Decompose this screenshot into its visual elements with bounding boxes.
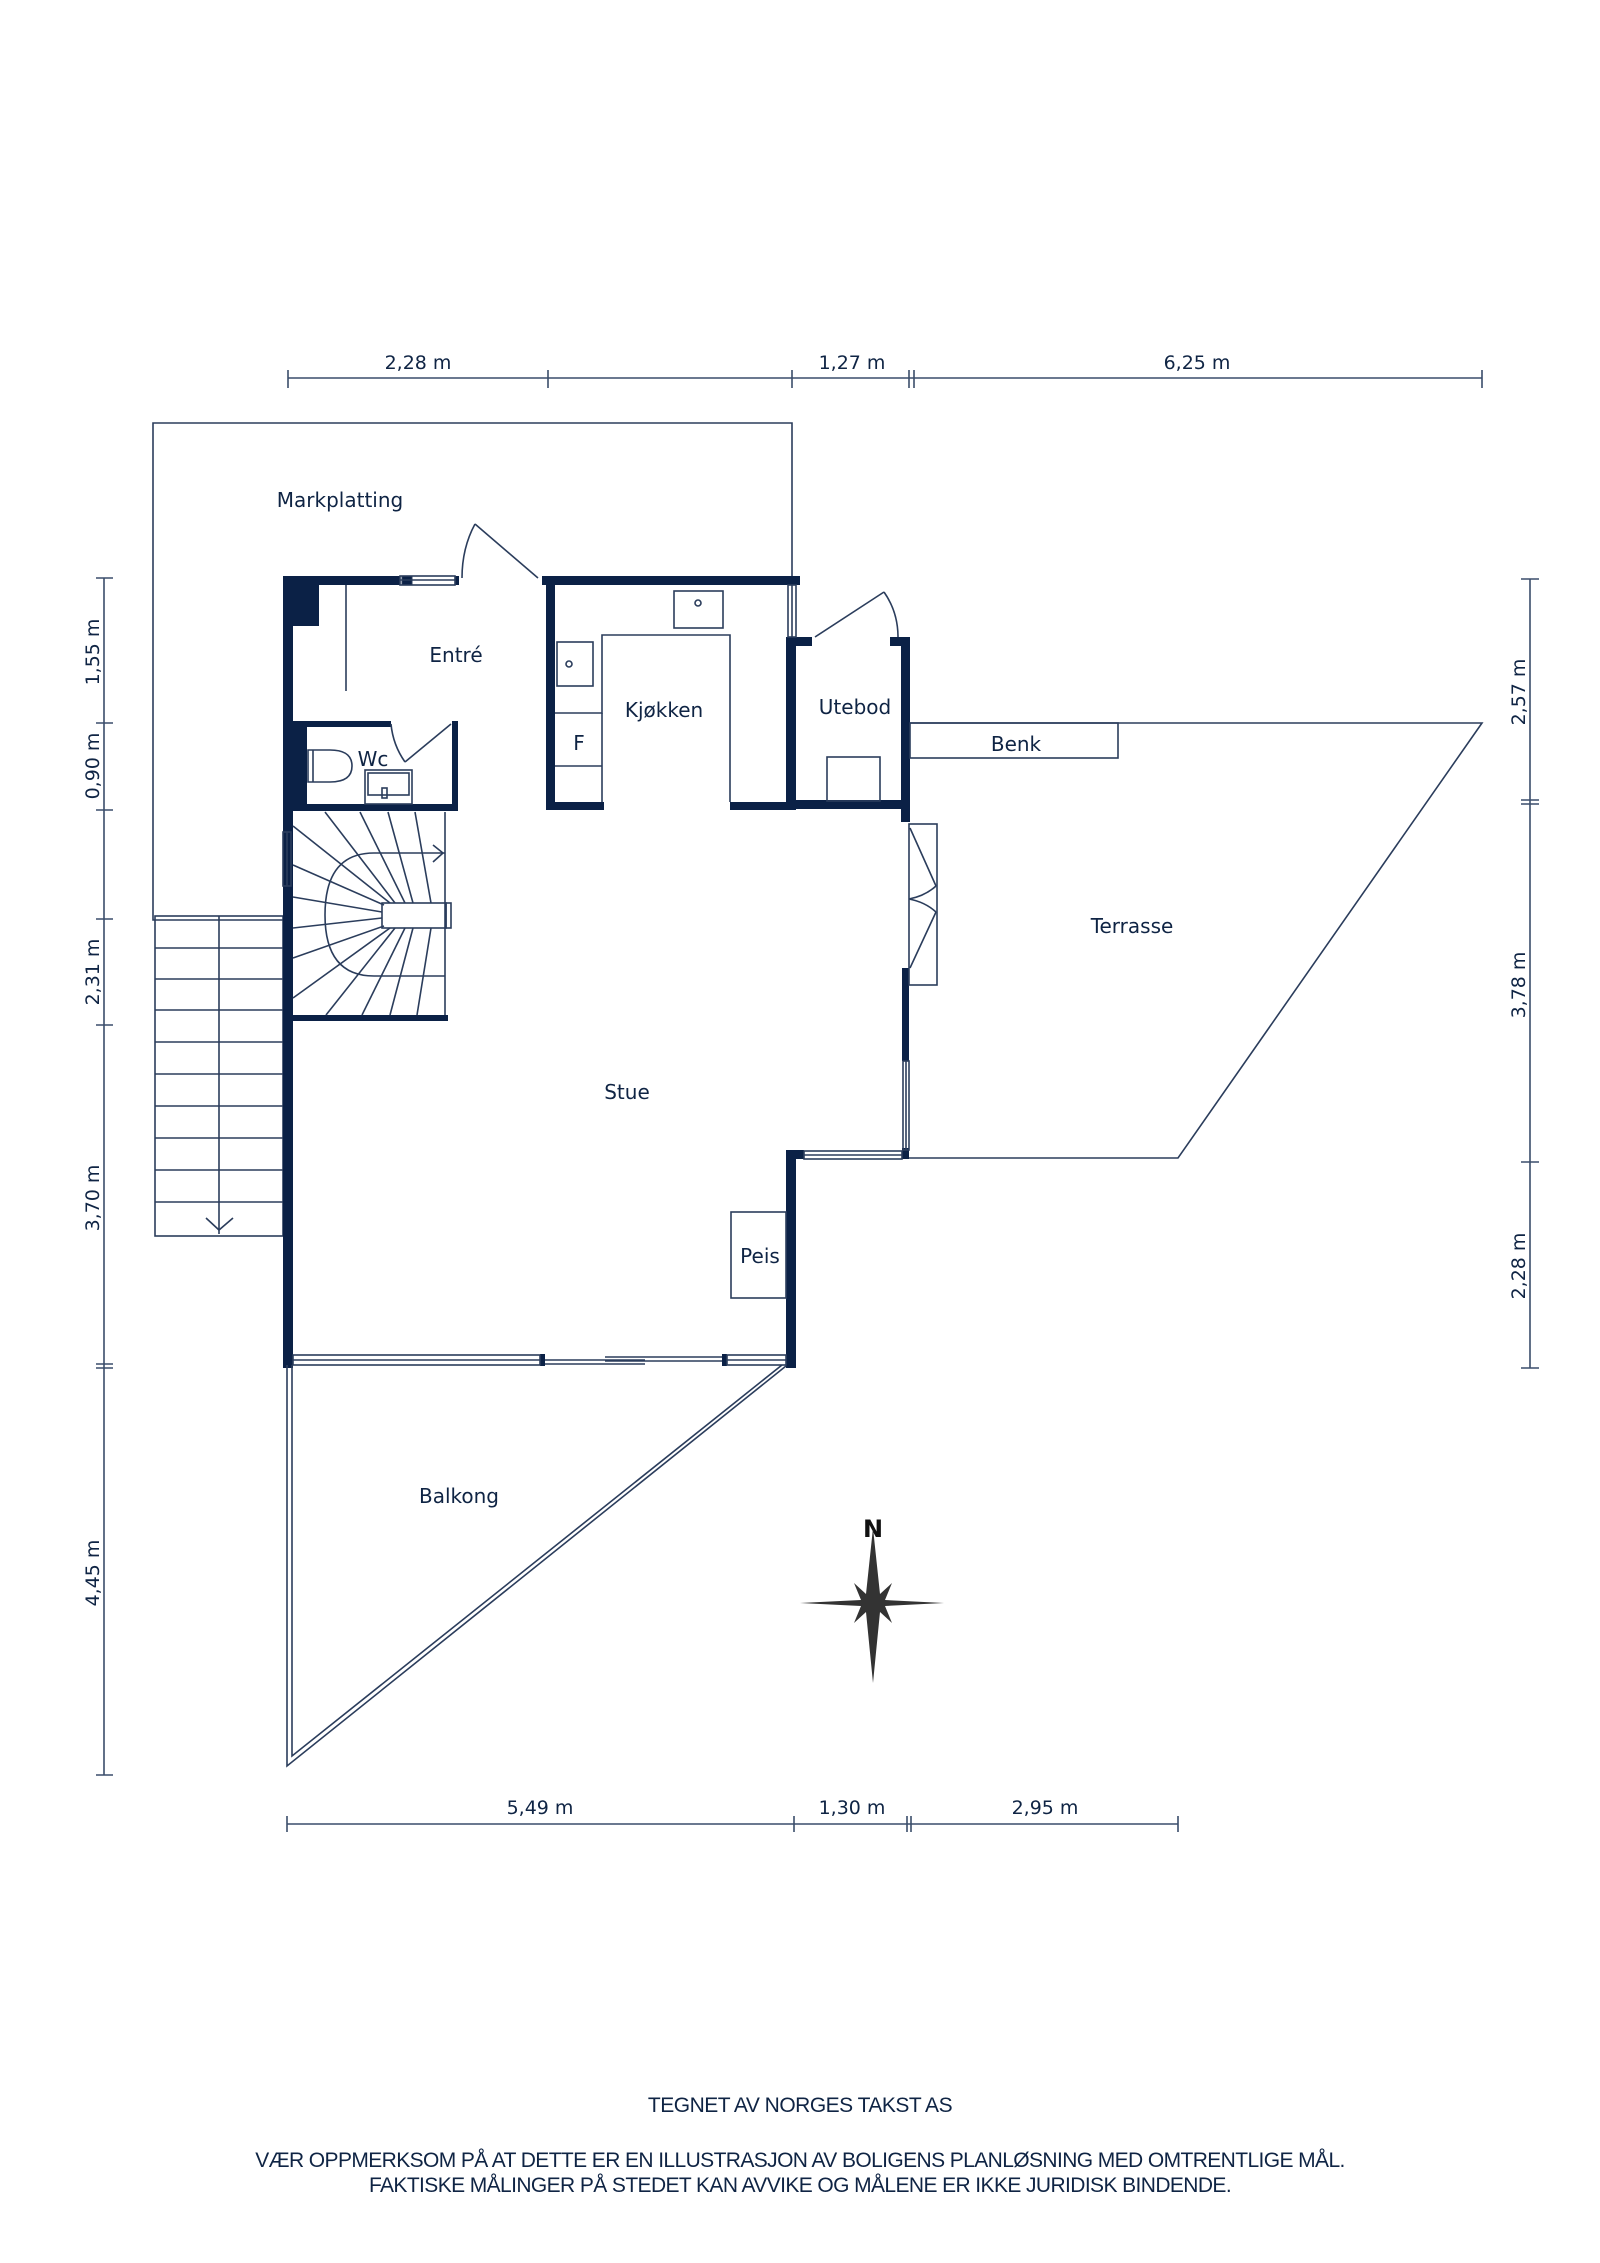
bench-label: Benk (991, 732, 1042, 756)
room-label-wc: Wc (358, 747, 389, 771)
fireplace-label: Peis (740, 1244, 780, 1268)
balcony-outline (286, 1364, 787, 1768)
dim-left-3: 2,31 m (82, 939, 104, 1006)
dimension-left: 1,55 m 0,90 m 2,31 m 3,70 m 4,45 m (82, 577, 113, 1776)
room-label-terrasse: Terrasse (1090, 914, 1174, 938)
dim-left-2: 0,90 m (82, 733, 104, 800)
room-labels: Markplatting Entré Wc Kjøkken F Utebod B… (277, 488, 1174, 1508)
dim-top-1: 2,28 m (385, 352, 452, 374)
dimension-bottom: 5,49 m 1,30 m 2,95 m (286, 1797, 1179, 1832)
dimension-right: 2,57 m 3,78 m 2,28 m (1508, 578, 1539, 1369)
outdoor-stairs (154, 915, 284, 1237)
dim-right-2: 3,78 m (1508, 952, 1530, 1019)
fridge-label: F (573, 731, 585, 755)
dim-right-1: 2,57 m (1508, 659, 1530, 726)
credit-text: TEGNET AV NORGES TAKST AS (647, 2094, 953, 2117)
markplatting-outline (152, 422, 793, 921)
disclaimer-line-2: FAKTISKE MÅLINGER PÅ STEDET KAN AVVIKE O… (368, 2174, 1232, 2197)
room-label-kjokken: Kjøkken (625, 698, 703, 722)
dim-left-5: 4,45 m (82, 1540, 104, 1607)
compass-rose-icon: N (800, 1515, 944, 1683)
room-label-stue: Stue (604, 1080, 650, 1104)
dim-top-2: 1,27 m (819, 352, 886, 374)
doors (390, 523, 938, 986)
dim-bottom-1: 5,49 m (507, 1797, 574, 1819)
room-label-balkong: Balkong (419, 1484, 499, 1508)
terrace-outline (909, 722, 1484, 1159)
dim-top-3: 6,25 m (1164, 352, 1231, 374)
kitchen-fixtures (555, 590, 881, 802)
dim-left-4: 3,70 m (82, 1165, 104, 1232)
wc-fixtures (307, 749, 413, 805)
disclaimer: VÆR OPPMERKSOM PÅ AT DETTE ER EN ILLUSTR… (0, 2148, 1600, 2198)
indoor-stairs (292, 811, 452, 1016)
room-label-utebod: Utebod (819, 695, 891, 719)
fireplace (730, 1211, 787, 1299)
room-label-markplatting: Markplatting (277, 488, 403, 512)
windows (282, 575, 910, 1366)
walls (283, 575, 910, 1368)
dim-bottom-3: 2,95 m (1012, 1797, 1079, 1819)
dim-left-1: 1,55 m (82, 619, 104, 686)
dimension-top: 2,28 m 1,27 m 6,25 m (287, 352, 1483, 388)
dim-bottom-2: 1,30 m (819, 1797, 886, 1819)
dim-right-3: 2,28 m (1508, 1233, 1530, 1300)
stairs-down-arrow-icon (205, 1217, 234, 1232)
room-label-entre: Entré (429, 643, 482, 667)
disclaimer-line-1: VÆR OPPMERKSOM PÅ AT DETTE ER EN ILLUSTR… (255, 2149, 1345, 2172)
